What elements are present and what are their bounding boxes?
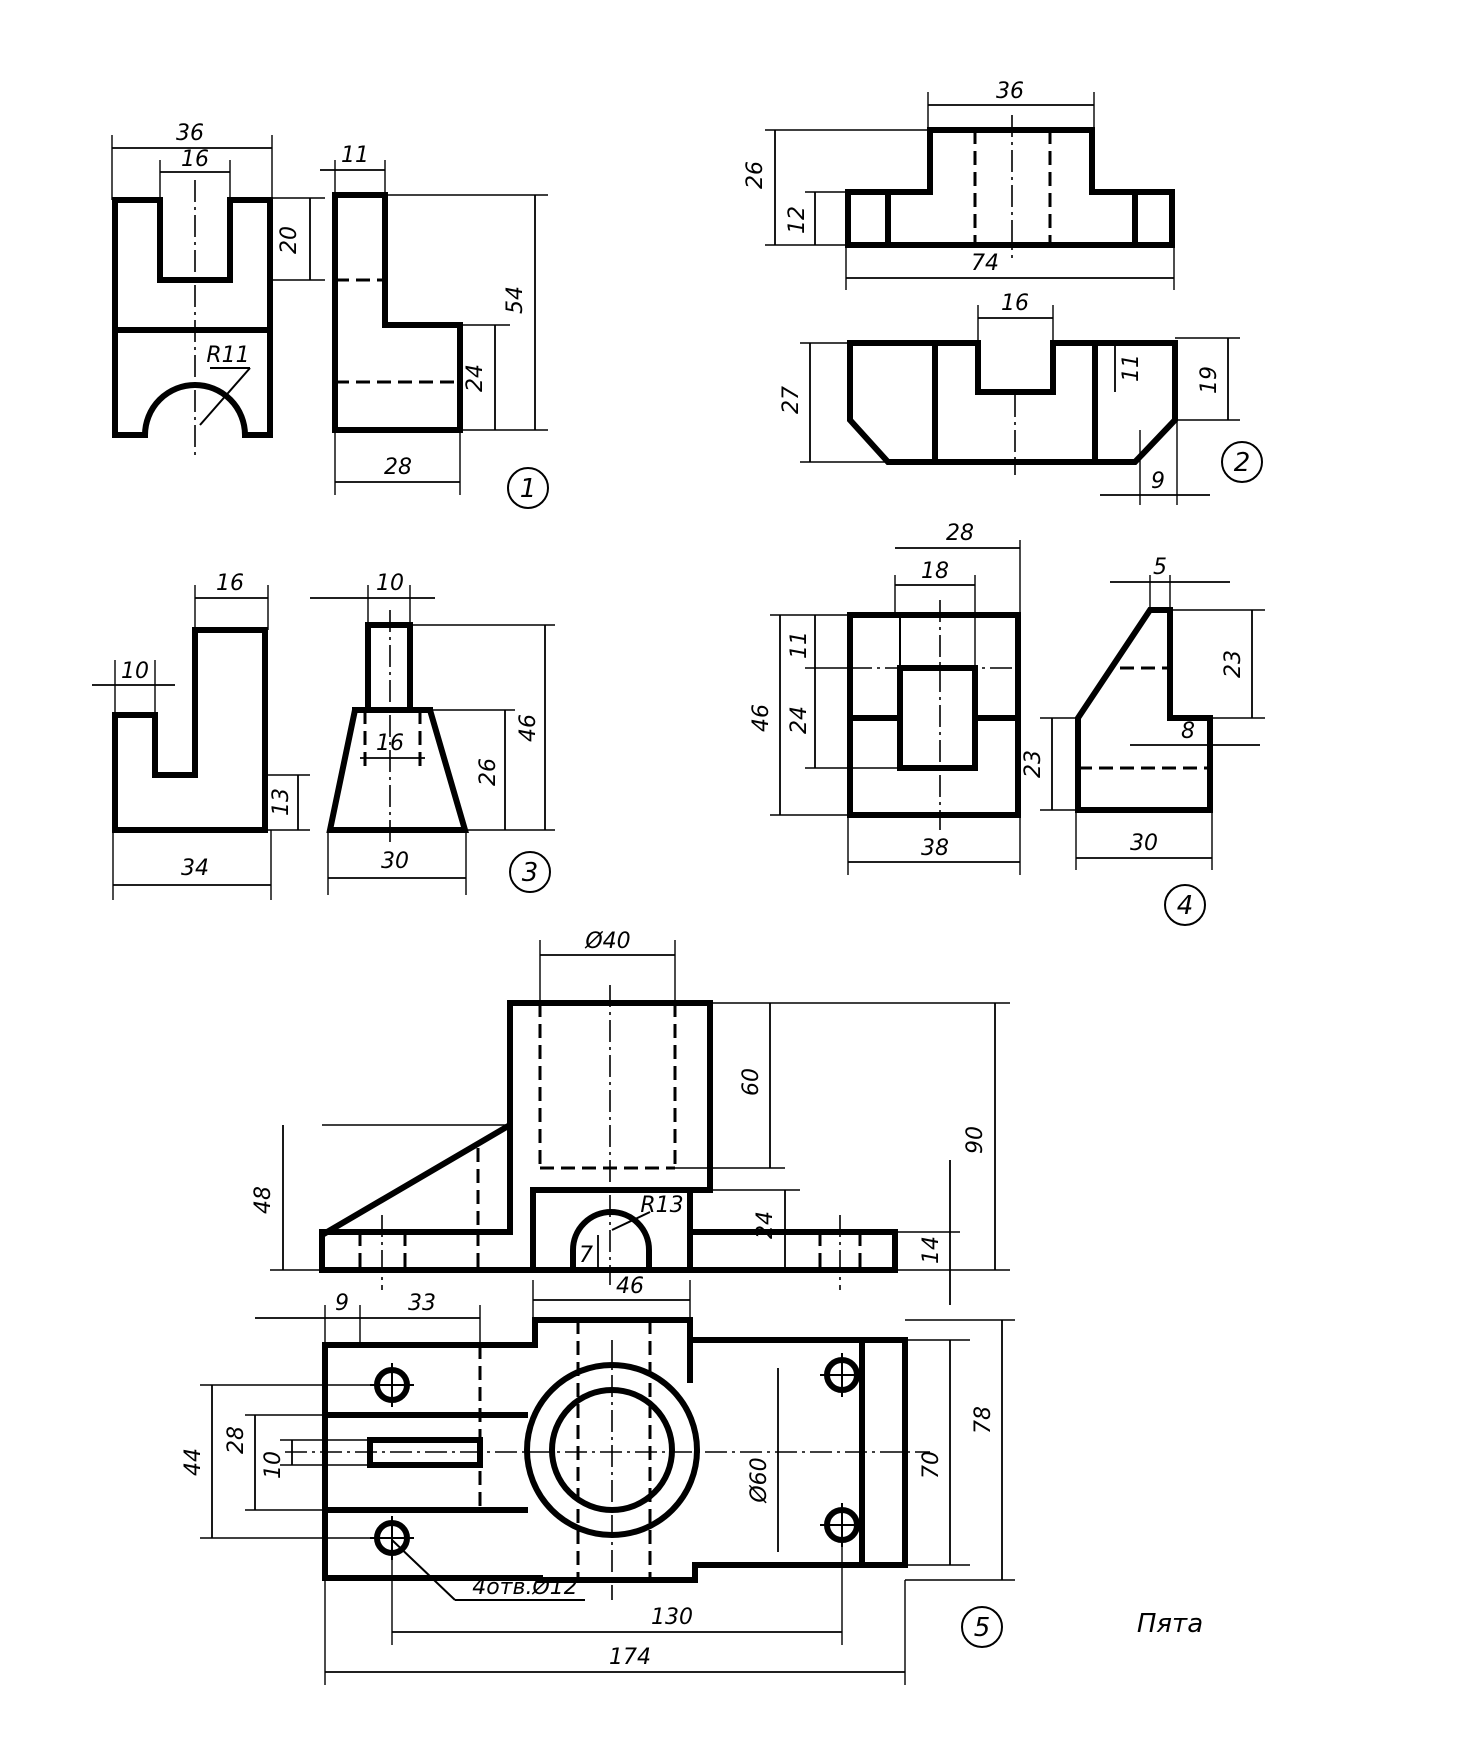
fig3-dim-height: 46 — [516, 714, 541, 742]
fig3-dim-neck: 10 — [376, 571, 404, 596]
fig5-dim-radius: R13 — [640, 1193, 683, 1218]
fig2-dim-base: 12 — [785, 206, 810, 234]
figure-1: 36 16 20 R11 11 54 24 28 1 — [111, 121, 549, 509]
fig4-number: 4 — [1177, 891, 1194, 921]
fig5-dim-length: 174 — [609, 1645, 651, 1670]
fig2-dim-slot: 16 — [1001, 291, 1029, 316]
fig5-dim-block-width: 46 — [616, 1274, 644, 1299]
fig3-number: 3 — [522, 858, 539, 888]
fig3-dim-length: 34 — [181, 856, 209, 881]
fig5-dim-hole-offset: 9 — [335, 1291, 349, 1316]
fig2-dim-boss: 36 — [996, 79, 1024, 104]
fig1-dim-slot: 16 — [181, 147, 209, 172]
fig1-dim-height: 54 — [503, 286, 528, 314]
figure-3: 16 10 13 34 10 46 16 26 30 3 — [92, 571, 555, 900]
fig3-dim-width: 30 — [381, 849, 409, 874]
fig1-dim-top: 11 — [341, 143, 369, 168]
figure-2: 36 26 12 74 16 27 11 19 9 2 — [743, 79, 1263, 505]
fig5-dim-holes: 4отв.Ø12 — [472, 1575, 578, 1600]
fig4-dim-width: 38 — [921, 836, 949, 861]
fig4-dim-tip: 5 — [1153, 555, 1167, 580]
fig5-dim-groove: 7 — [579, 1243, 593, 1268]
fig5-number: 5 — [974, 1613, 991, 1643]
fig5-dim-slot-length: 33 — [408, 1291, 436, 1316]
fig2-number-circle — [1221, 441, 1263, 483]
fig4-dim-side-lower: 23 — [1021, 750, 1046, 778]
fig3-dim-left: 10 — [121, 659, 149, 684]
fig2-front-outline — [845, 127, 1175, 248]
fig4-dim-height: 46 — [749, 704, 774, 732]
fig3-dim-base: 13 — [269, 788, 294, 816]
fig2-number: 2 — [1234, 448, 1251, 478]
figure-4: 28 18 11 24 46 38 5 23 8 23 30 4 — [749, 521, 1265, 926]
fig4-number-circle — [1164, 884, 1206, 926]
fig5-number-circle — [961, 1606, 1003, 1648]
fig1-dim-depth: 28 — [384, 455, 412, 480]
fig5-dim-rib: 48 — [251, 1186, 276, 1214]
fig4-dim-upper: 11 — [787, 631, 812, 659]
fig5-dim-flange: 70 — [919, 1451, 944, 1479]
fig2-dim-chamfer-w: 9 — [1151, 469, 1165, 494]
fig3-dim-taper: 26 — [476, 758, 501, 786]
fig3-dim-mid: 16 — [376, 731, 404, 756]
fig2-dim-length: 74 — [971, 251, 999, 276]
fig5-dim-width: 78 — [971, 1406, 996, 1434]
fig5-dim-hole-pitch: 130 — [651, 1605, 693, 1630]
fig4-front-outline — [847, 612, 1021, 818]
fig2-dim-depth: 27 — [779, 386, 804, 414]
fig3-front-outline — [112, 627, 268, 833]
fig1-dim-width: 36 — [176, 121, 204, 146]
fig1-dim-radius: R11 — [206, 343, 249, 368]
fig4-dim-side-width: 30 — [1130, 831, 1158, 856]
fig2-dim-height: 26 — [743, 161, 768, 189]
fig1-dim-slot-depth: 20 — [277, 226, 302, 254]
fig5-top-outline — [322, 1317, 908, 1583]
fig4-dim-mid: 24 — [787, 706, 812, 734]
fig5-dim-hole-spacing: 44 — [181, 1448, 206, 1476]
fig1-number: 1 — [520, 474, 537, 504]
fig1-dim-step: 24 — [463, 364, 488, 392]
fig5-dim-height: 90 — [963, 1126, 988, 1154]
fig1-number-circle — [507, 467, 549, 509]
fig5-dim-bore-depth: 60 — [739, 1068, 764, 1096]
fig4-dim-step: 8 — [1181, 719, 1195, 744]
fig4-side-outline — [1075, 607, 1213, 813]
fig2-dim-chamfer-h: 19 — [1197, 366, 1222, 394]
fig5-dim-slot-width: 10 — [261, 1451, 286, 1479]
figure-5: Ø40 60 90 48 R13 24 7 46 14 9 33 44 28 1… — [181, 929, 1203, 1685]
fig4-dim-top: 28 — [946, 521, 974, 546]
fig5-dim-base: 14 — [919, 1236, 944, 1264]
fig3-side-outline — [326, 622, 469, 833]
fig1-front-outline — [112, 197, 273, 438]
fig1-side-outline — [332, 192, 463, 433]
fig2-top-outline — [847, 340, 1178, 465]
fig3-dim-top: 16 — [216, 571, 244, 596]
fig4-dim-window: 18 — [921, 559, 949, 584]
fig5-dim-lug: 28 — [224, 1426, 249, 1454]
fig3-number-circle — [509, 851, 551, 893]
fig4-dim-side-upper: 23 — [1221, 650, 1246, 678]
fig5-dim-block: 24 — [753, 1211, 778, 1239]
fig5-dim-bore: Ø40 — [584, 929, 630, 954]
fig2-dim-slot-depth: 11 — [1119, 354, 1144, 382]
fig5-dim-boss: Ø60 — [747, 1457, 772, 1503]
part-name: Пята — [1137, 1609, 1203, 1639]
